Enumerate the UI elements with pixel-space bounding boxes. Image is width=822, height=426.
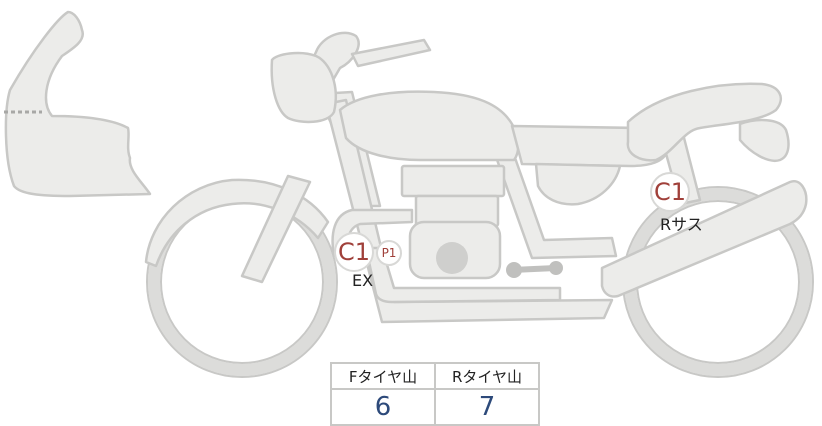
front-wheel-inner-rim	[160, 200, 324, 364]
muffler[interactable]	[600, 179, 808, 298]
frame-downtube[interactable]	[324, 98, 614, 324]
front-tire-header: Fタイヤ山	[330, 362, 436, 390]
exhaust-condition-marker[interactable]: C1	[334, 232, 374, 272]
headlight[interactable]	[270, 51, 338, 124]
brake-pedal-end	[549, 261, 563, 275]
rear-tire-header: Rタイヤ山	[434, 362, 540, 390]
front-fork[interactable]	[240, 174, 312, 284]
fuel-tank[interactable]	[338, 90, 520, 162]
engine-cover[interactable]	[436, 242, 468, 274]
tail-end[interactable]	[738, 118, 790, 163]
front-cowl-part[interactable]	[4, 10, 152, 198]
exhaust-lower[interactable]	[364, 246, 562, 304]
side-cover[interactable]	[534, 162, 622, 206]
handlebar[interactable]	[350, 38, 432, 68]
rear-suspension-label: Rサス	[660, 215, 703, 234]
exhaust-label: EX	[352, 271, 374, 290]
exhaust-sub-marker[interactable]: P1	[376, 240, 402, 266]
rear-suspension-condition-marker[interactable]: C1	[650, 172, 690, 212]
rear-cowl[interactable]	[626, 82, 782, 162]
rear-tire-value: 7	[434, 388, 540, 426]
engine-head[interactable]	[400, 164, 506, 198]
tire-tread-table: Fタイヤ山 Rタイヤ山 6 7	[330, 362, 540, 426]
brake-pedal-pivot	[506, 262, 522, 278]
front-tire-value: 6	[330, 388, 436, 426]
